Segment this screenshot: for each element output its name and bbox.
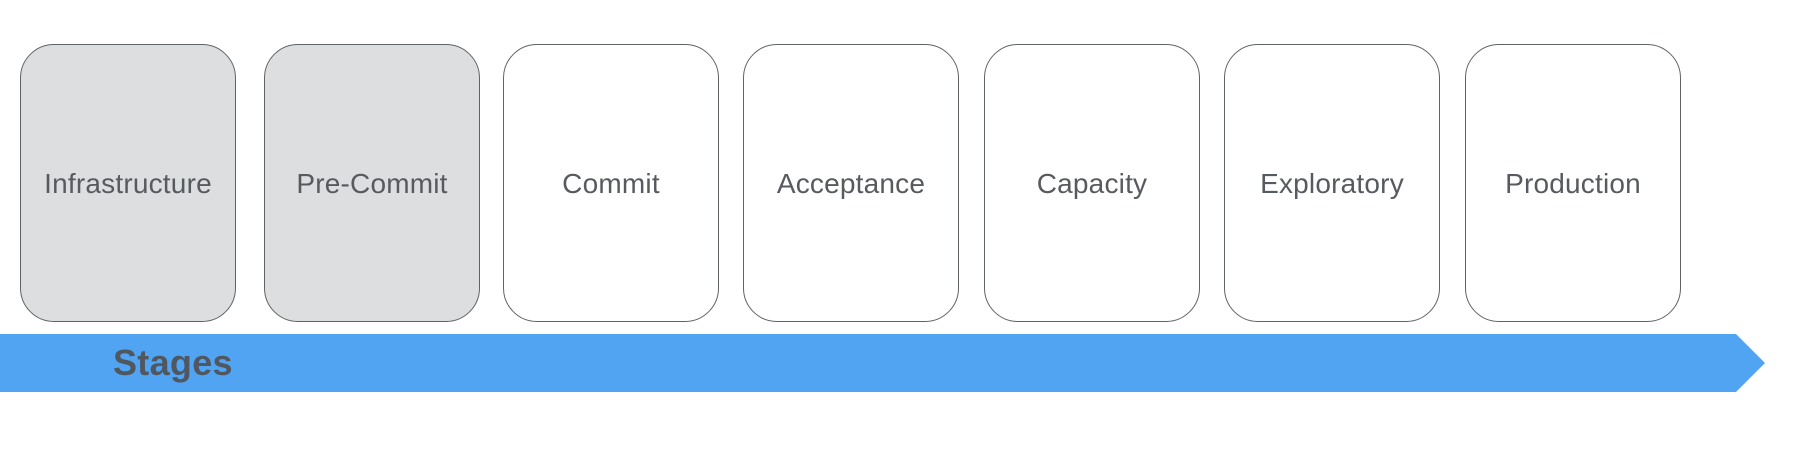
stage-card-exploratory: Exploratory	[1224, 44, 1440, 322]
stages-arrow	[0, 334, 1766, 392]
stage-card-acceptance: Acceptance	[743, 44, 959, 322]
stage-label: Production	[1505, 168, 1641, 199]
stage-card-pre-commit: Pre-Commit	[264, 44, 480, 322]
stage-label: Pre-Commit	[296, 168, 448, 199]
stages-title: Stages	[113, 342, 233, 383]
stage-label: Capacity	[1036, 168, 1148, 199]
stage-card-infrastructure: Infrastructure	[20, 44, 236, 322]
stage-card-commit: Commit	[503, 44, 719, 322]
stage-label: Acceptance	[776, 168, 926, 199]
stage-card-capacity: Capacity	[984, 44, 1200, 322]
stage-label: Exploratory	[1260, 168, 1404, 199]
stage-label: Commit	[562, 168, 660, 199]
stage-label: Infrastructure	[44, 168, 212, 199]
stage-card-production: Production	[1465, 44, 1681, 322]
arrow-right-icon	[0, 334, 1765, 392]
